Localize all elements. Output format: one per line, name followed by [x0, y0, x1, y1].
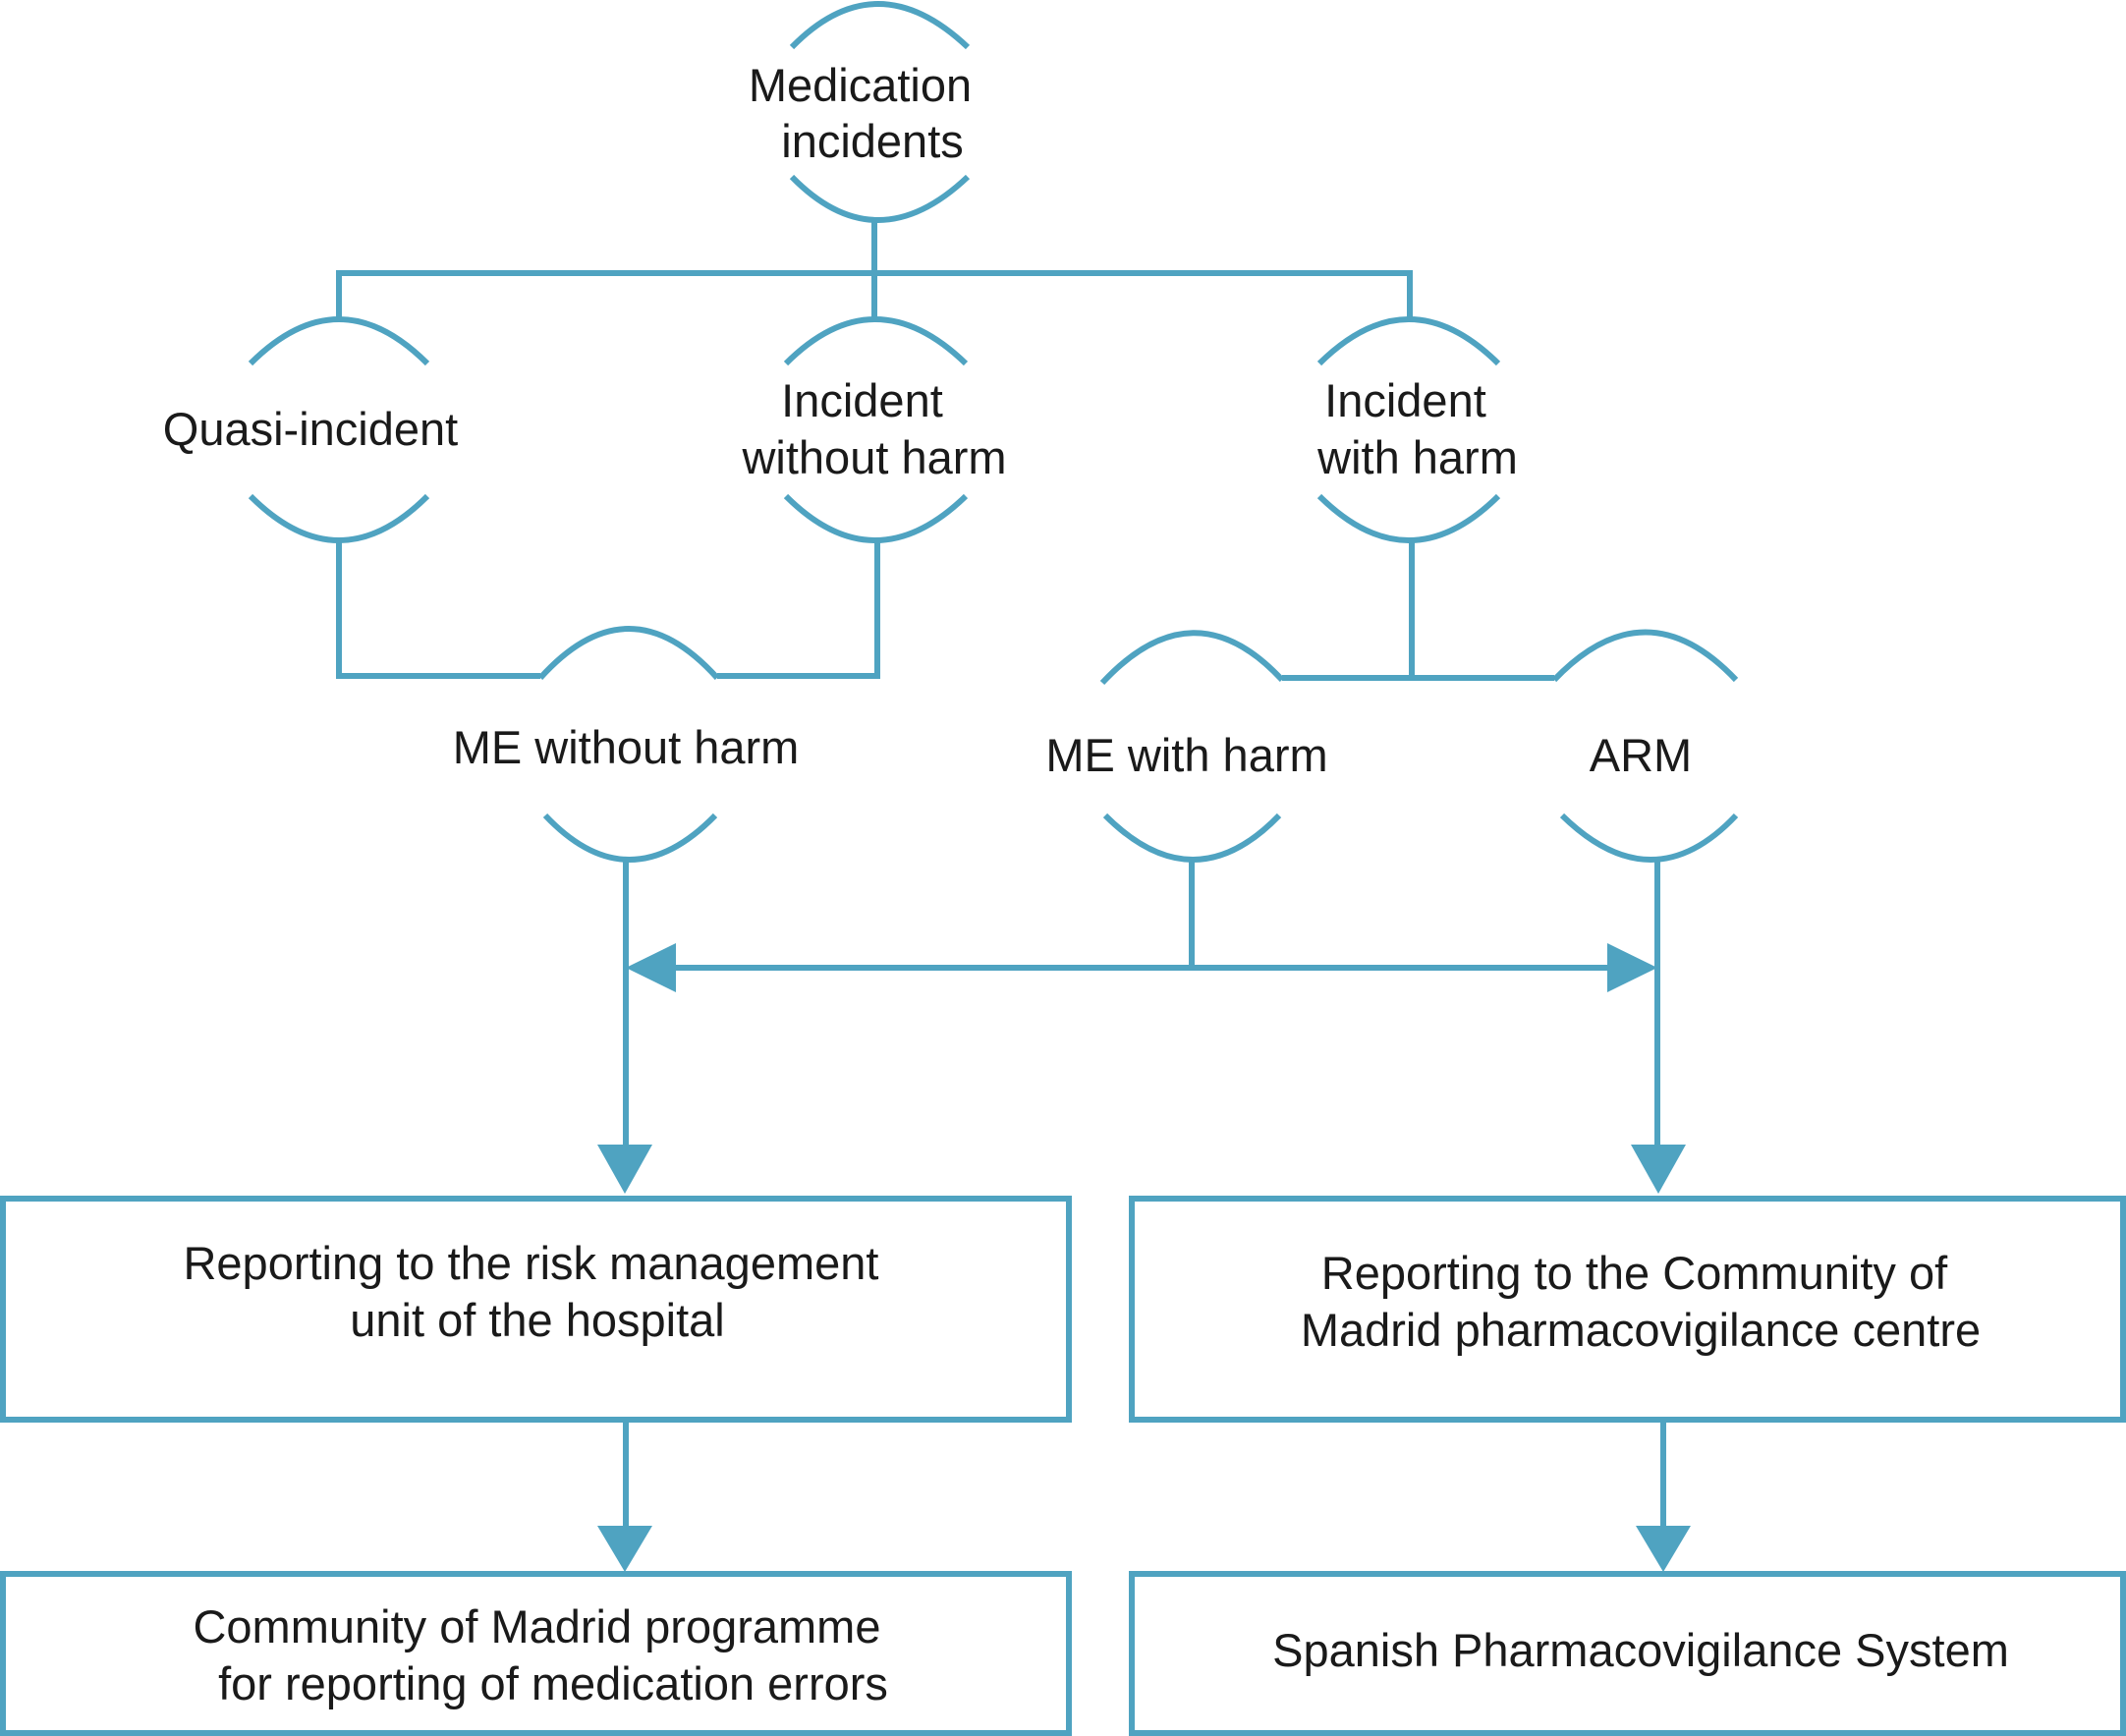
node-incident-without-harm-line-2: without harm [741, 431, 1006, 483]
arrow-left-to-me-branch [626, 943, 676, 992]
spanish-system-line-1: Spanish Pharmacovigilance System [1272, 1624, 2009, 1676]
risk-unit-line-2: unit of the hospital [350, 1294, 725, 1346]
node-me-with-harm-line-1: ME with harm [1045, 729, 1327, 781]
node-me-without-harm-label: ME without harm [453, 721, 800, 773]
arrow-down-to-pharmaco-centre [1631, 1145, 1686, 1194]
node-me-with-harm-label: ME with harm [1045, 729, 1327, 781]
node-arm-line-1: ARM [1590, 729, 1692, 781]
node-medication-incidents-line-2: incidents [781, 115, 964, 167]
arrow-down-to-risk-unit [597, 1145, 652, 1194]
arrow-down-to-spanish-system [1636, 1526, 1691, 1572]
node-me-without-harm-line-1: ME without harm [453, 721, 800, 773]
madrid-programme-box [0, 1571, 1072, 1736]
node-quasi-incident-line-1: Quasi-incident [163, 403, 458, 455]
pharmaco-centre-line-2: Madrid pharmacovigilance centre [1301, 1304, 1981, 1356]
madrid-programme-text: Community of Madrid programme for report… [193, 1600, 893, 1709]
node-medication-incidents-frame [789, 1, 971, 223]
arrow-down-to-madrid-programme [597, 1526, 652, 1572]
node-arm-label: ARM [1590, 729, 1692, 781]
arrow-right-to-arm-branch [1607, 943, 1657, 992]
node-incident-with-harm-label: Incident with harm [1316, 374, 1518, 483]
node-incident-without-harm-label: Incident without harm [741, 374, 1006, 483]
node-incident-with-harm-frame [1316, 316, 1501, 543]
spanish-system-box [1129, 1571, 2126, 1736]
risk-unit-line-1: Reporting to the risk management [183, 1237, 878, 1289]
connectors [336, 221, 1666, 1528]
node-incident-with-harm-line-1: Incident [1324, 374, 1486, 426]
arrowheads [597, 943, 1691, 1572]
risk-unit-box [0, 1196, 1072, 1423]
node-medication-incidents-line-1: Medication [749, 59, 972, 111]
node-me-without-harm-frame [537, 626, 720, 863]
node-medication-incidents-label: Medication incidents [749, 59, 984, 167]
spanish-system-text: Spanish Pharmacovigilance System [1272, 1624, 2009, 1676]
risk-unit-text: Reporting to the risk management unit of… [183, 1237, 891, 1346]
node-quasi-incident-label: Quasi-incident [163, 403, 458, 455]
madrid-programme-line-1: Community of Madrid programme [193, 1600, 880, 1652]
pharmaco-centre-line-1: Reporting to the Community of [1321, 1247, 1948, 1299]
pharmaco-centre-text: Reporting to the Community of Madrid pha… [1301, 1247, 1981, 1356]
madrid-programme-line-2: for reporting of medication errors [218, 1657, 888, 1709]
node-incident-without-harm-frame [783, 316, 969, 543]
node-incident-without-harm-line-1: Incident [781, 374, 943, 426]
node-incident-with-harm-line-2: with harm [1316, 431, 1518, 483]
node-arm-frame [1551, 629, 1739, 863]
pharmaco-centre-box [1129, 1196, 2126, 1423]
